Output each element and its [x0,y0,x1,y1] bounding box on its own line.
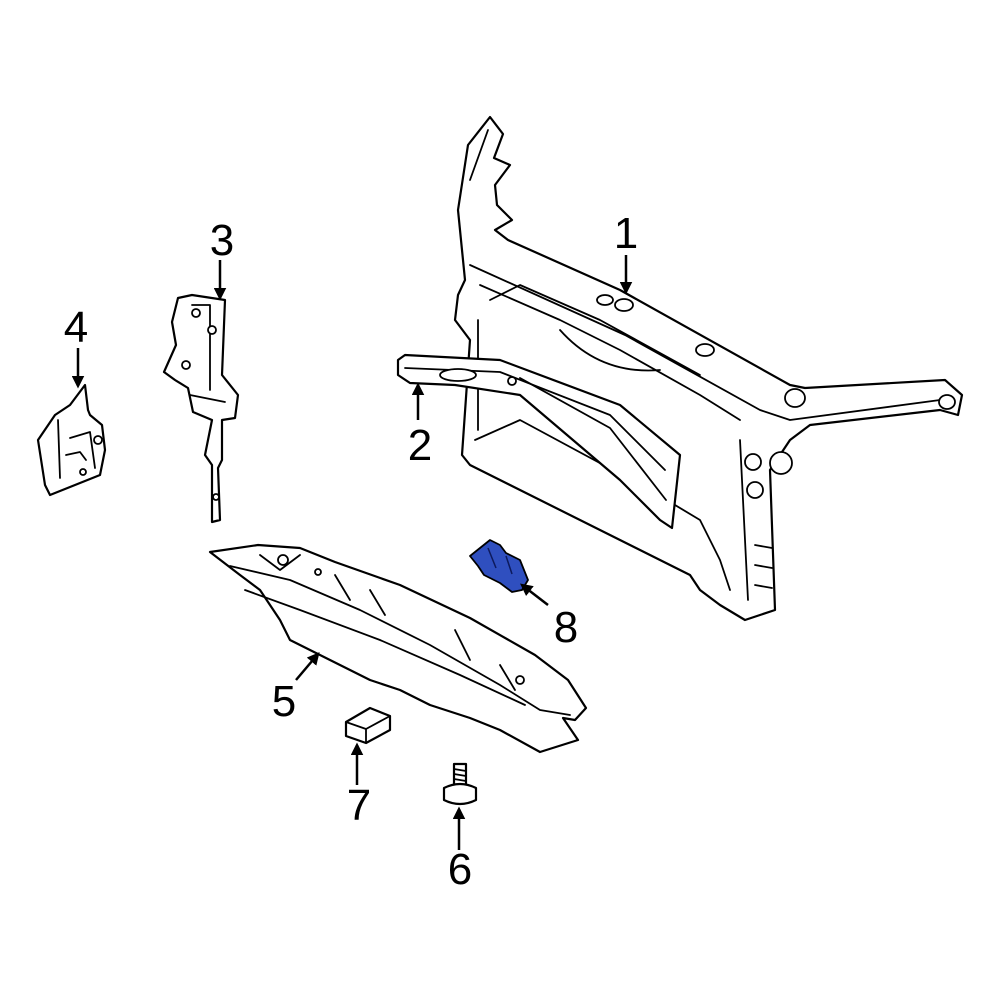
callout-3: 3 [210,216,234,265]
callout-1: 1 [614,209,638,258]
bolt-part[interactable] [442,762,478,806]
support-bar-part[interactable] [396,353,682,530]
callout-8: 8 [554,603,578,652]
side-bracket-part[interactable] [36,383,107,497]
leader-5 [295,652,320,681]
leader-lines [71,255,633,850]
callout-4: 4 [64,303,88,352]
callout-6: 6 [448,845,472,894]
callout-labels: 1 2 3 4 5 6 7 8 [64,209,638,894]
callout-2: 2 [408,421,432,470]
radiator-support-part[interactable] [453,115,964,622]
rubber-block-part[interactable] [344,706,392,745]
callout-5: 5 [272,677,296,726]
deflector-shield-part[interactable] [208,543,588,754]
leader-8 [520,583,549,606]
callout-7: 7 [347,781,371,830]
upper-bracket-part[interactable] [162,293,240,524]
clip-part-highlighted[interactable] [469,539,529,593]
